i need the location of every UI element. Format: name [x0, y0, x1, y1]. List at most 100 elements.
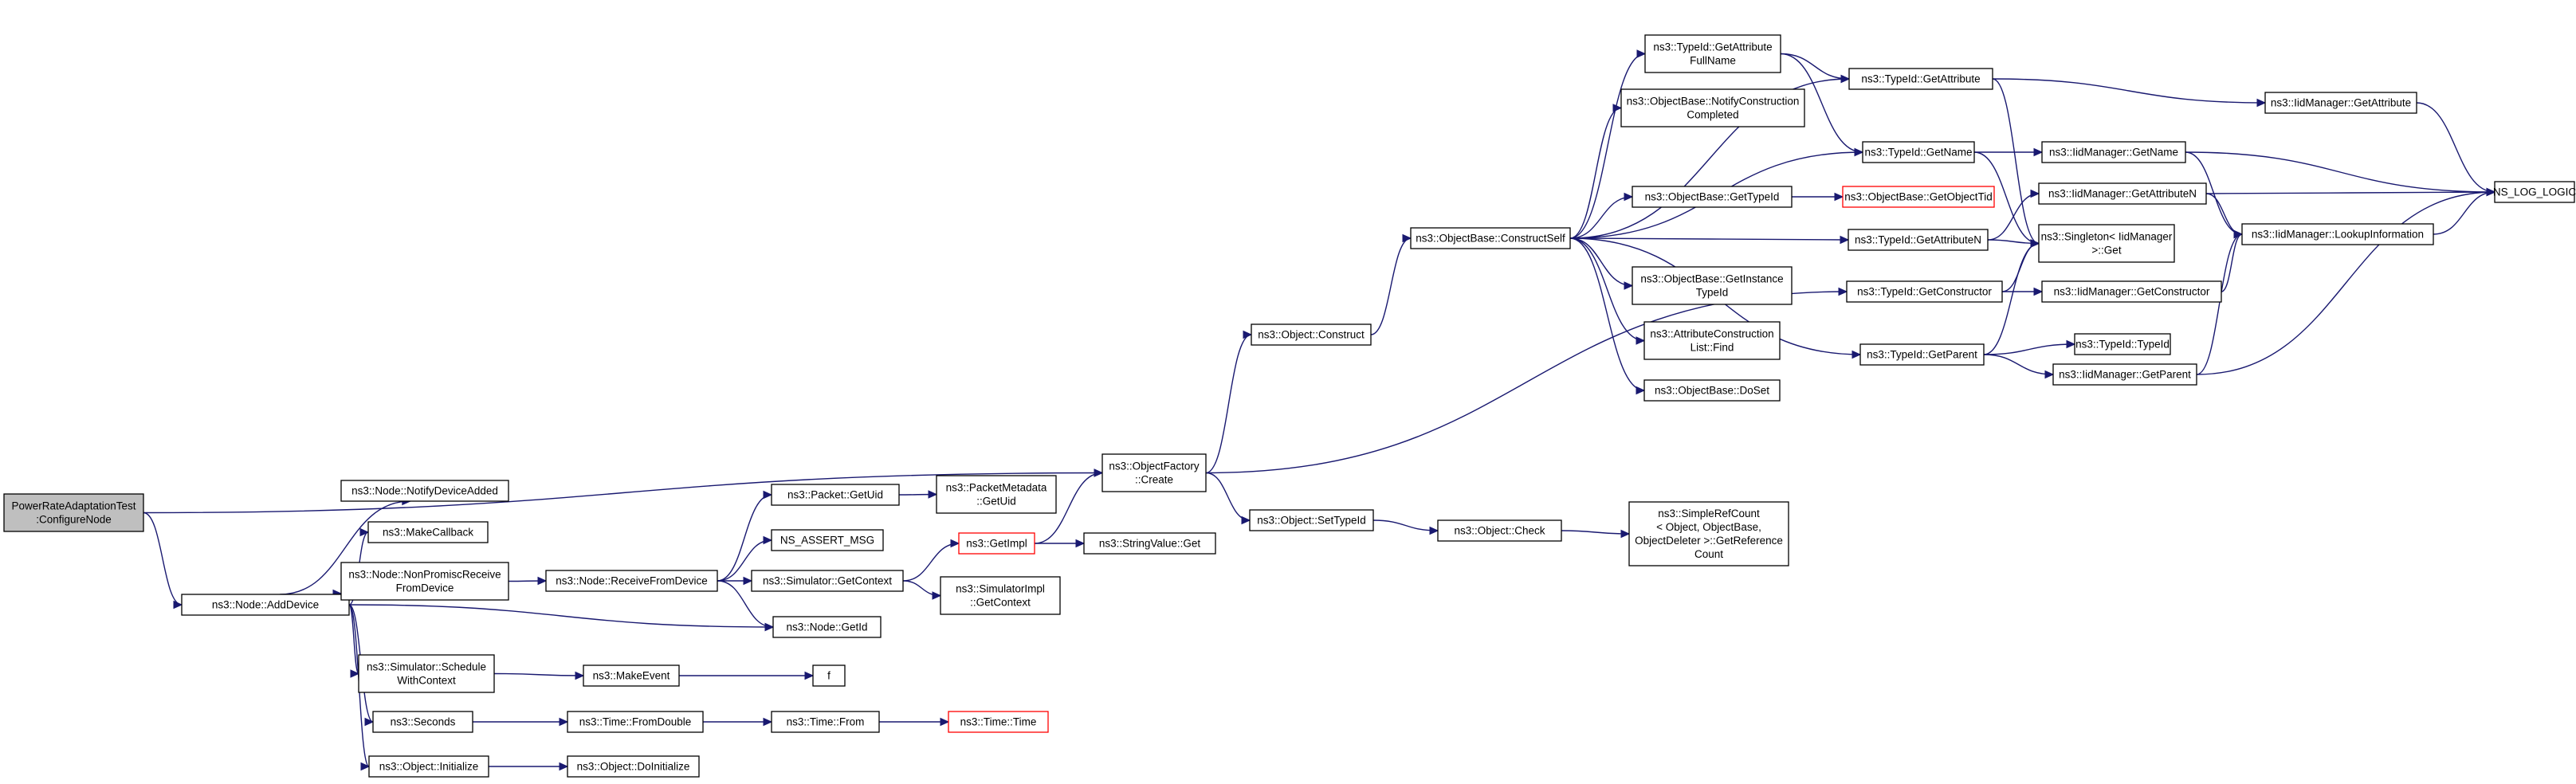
node-tfrom[interactable]: ns3::Time::From	[771, 711, 880, 733]
node-label: ns3::Object::Check	[1454, 525, 1545, 537]
node-box	[948, 711, 1049, 733]
edge-line	[2416, 102, 2496, 193]
node-igctor[interactable]: ns3::IidManager::GetConstructor	[2041, 280, 2222, 303]
edge-line	[348, 604, 774, 628]
node-root[interactable]: PowerRateAdaptationTest:ConfigureNode	[3, 493, 144, 532]
node-igattr[interactable]: ns3::IidManager::GetAttribute	[2264, 92, 2417, 114]
node-box	[372, 711, 473, 733]
node-ttime[interactable]: ns3::Time::Time	[948, 711, 1049, 733]
node-makecb[interactable]: ns3::MakeCallback	[367, 521, 489, 543]
node-igparent[interactable]: ns3::IidManager::GetParent	[2052, 363, 2197, 386]
node-recv[interactable]: ns3::Node::ReceiveFromDevice	[545, 570, 718, 592]
edge-settid-check	[1372, 519, 1439, 535]
node-singleton[interactable]: ns3::Singleton< IidManager>::Get	[2038, 224, 2175, 263]
node-label: ns3::ObjectFactory	[1109, 461, 1200, 472]
node-adddevice[interactable]: ns3::Node::AddDevice	[181, 594, 350, 616]
node-tgname[interactable]: ns3::TypeId::GetName	[1862, 141, 1975, 163]
node-pmgetuid[interactable]: ns3::PacketMetadata::GetUid	[936, 475, 1057, 514]
node-label: ns3::StringValue::Get	[1099, 538, 1201, 550]
edge-arrowhead	[763, 717, 773, 727]
edge-arrowhead	[1402, 233, 1412, 243]
node-getctx[interactable]: ns3::Simulator::GetContext	[751, 570, 904, 592]
node-f[interactable]: f	[812, 664, 846, 687]
node-box	[1842, 186, 1995, 208]
node-box	[2038, 224, 2175, 263]
node-label: ns3::Object::Initialize	[379, 761, 479, 773]
edge-line	[280, 500, 410, 595]
node-label: ns3::MakeEvent	[593, 670, 670, 682]
node-create[interactable]: ns3::ObjectFactory::Create	[1101, 453, 1207, 492]
node-getimpl[interactable]: ns3::GetImpl	[958, 532, 1035, 555]
edge-line	[2205, 191, 2496, 194]
edge-lookup-nslog	[2433, 187, 2496, 235]
edge-adddevice-sched	[348, 604, 360, 678]
node-layer: PowerRateAdaptationTest:ConfigureNode ns3…	[3, 34, 2576, 778]
edge-cself-instid	[1569, 237, 1634, 290]
node-label: PowerRateAdaptationTest	[11, 500, 135, 512]
node-box	[368, 755, 489, 778]
node-tgctor[interactable]: ns3::TypeId::GetConstructor	[1846, 280, 2003, 303]
node-seconds[interactable]: ns3::Seconds	[372, 711, 473, 733]
edge-obgtid-getoid	[1792, 192, 1844, 202]
node-settid[interactable]: ns3::Object::SetTypeId	[1249, 509, 1374, 531]
node-label: ns3::PacketMetadata	[946, 482, 1047, 494]
edge-getuid-pmgetuid	[898, 490, 938, 499]
node-cself[interactable]: ns3::ObjectBase::ConstructSelf	[1410, 227, 1571, 249]
node-fromdouble[interactable]: ns3::Time::FromDouble	[567, 711, 704, 733]
edge-line	[1780, 53, 1863, 153]
edge-line	[1569, 237, 1645, 391]
node-tgattr[interactable]: ns3::TypeId::GetAttribute	[1848, 68, 1993, 90]
node-init[interactable]: ns3::Object::Initialize	[368, 755, 489, 778]
node-obgtid[interactable]: ns3::ObjectBase::GetTypeId	[1632, 186, 1793, 208]
node-box	[2241, 223, 2434, 245]
node-label: ns3::Object::Construct	[1258, 329, 1365, 341]
node-box	[545, 570, 718, 592]
node-getuid[interactable]: ns3::Packet::GetUid	[771, 484, 900, 506]
node-igname[interactable]: ns3::IidManager::GetName	[2041, 141, 2186, 163]
node-getoid[interactable]: ns3::ObjectBase::GetObjectTid	[1842, 186, 1995, 208]
node-igattrn[interactable]: ns3::IidManager::GetAttributeN	[2038, 182, 2207, 205]
node-simple[interactable]: ns3::SimpleRefCount< Object, ObjectBase,…	[1628, 501, 1789, 566]
node-box	[771, 529, 884, 551]
node-notify[interactable]: ns3::Node::NotifyDeviceAdded	[340, 480, 509, 502]
node-nodeid[interactable]: ns3::Node::GetId	[772, 616, 882, 638]
node-label: ns3::ObjectBase::NotifyConstruction	[1627, 96, 1800, 108]
edge-root-adddevice	[143, 512, 183, 610]
edge-line	[717, 494, 772, 582]
edge-gafn-tgname	[1780, 53, 1864, 157]
node-simimpl[interactable]: ns3::SimulatorImpl::GetContext	[940, 576, 1061, 615]
edge-tgname-igname	[1974, 147, 2044, 157]
node-assert[interactable]: NS_ASSERT_MSG	[771, 529, 884, 551]
edge-line	[1983, 242, 2040, 355]
node-tgparent[interactable]: ns3::TypeId::GetParent	[1859, 343, 1985, 366]
edge-arrowhead	[928, 490, 938, 499]
edge-arrowhead	[950, 539, 960, 548]
node-nslog[interactable]: NS_LOG_LOGIC	[2493, 181, 2576, 203]
node-box	[1632, 266, 1793, 305]
edge-getimpl-create	[1034, 468, 1104, 544]
edge-line	[1569, 196, 1633, 239]
node-mkevent[interactable]: ns3::MakeEvent	[583, 664, 680, 687]
node-box	[340, 480, 509, 502]
edge-arrowhead	[1624, 281, 1634, 290]
node-doinit[interactable]: ns3::Object::DoInitialize	[567, 755, 700, 778]
edge-recv-getctx	[717, 576, 753, 586]
node-label: ::Create	[1135, 474, 1173, 486]
edge-arrowhead	[1834, 192, 1844, 202]
node-ncc[interactable]: ns3::ObjectBase::NotifyConstructionCompl…	[1620, 88, 1805, 127]
node-lookup[interactable]: ns3::IidManager::LookupInformation	[2241, 223, 2434, 245]
node-typeid[interactable]: ns3::TypeId::TypeId	[2074, 333, 2171, 355]
node-box	[1632, 186, 1793, 208]
node-strget[interactable]: ns3::StringValue::Get	[1083, 532, 1216, 555]
node-tgattrn[interactable]: ns3::TypeId::GetAttributeN	[1848, 229, 1989, 251]
edge-mkevent-f	[679, 671, 815, 680]
edge-arrowhead	[559, 762, 569, 771]
node-doset[interactable]: ns3::ObjectBase::DoSet	[1643, 379, 1781, 402]
node-construct[interactable]: ns3::Object::Construct	[1251, 323, 1372, 346]
node-check[interactable]: ns3::Object::Check	[1437, 519, 1562, 542]
